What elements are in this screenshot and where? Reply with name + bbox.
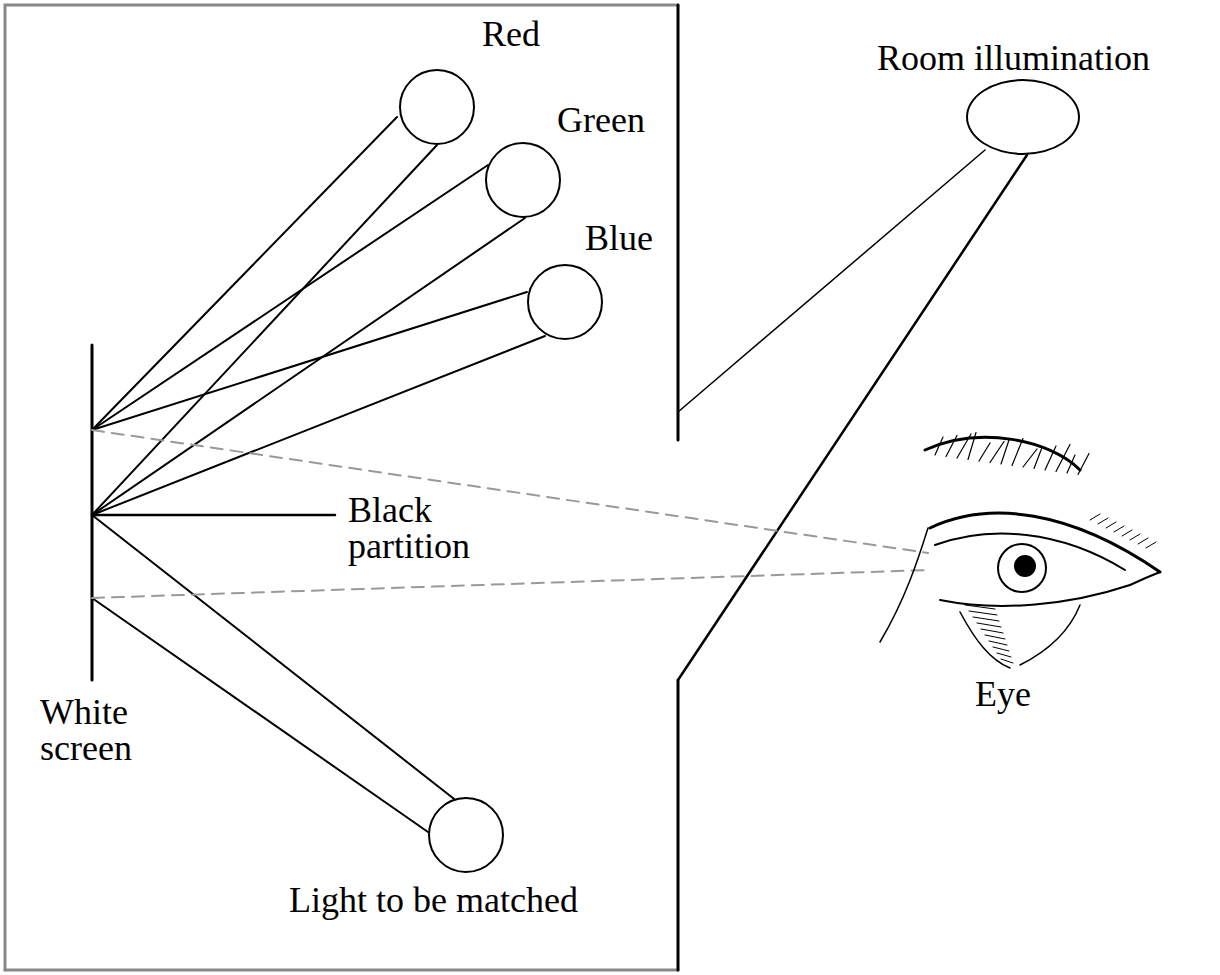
test-lamp: Light to be matched xyxy=(428,797,504,873)
partition-label: Black partition xyxy=(348,492,518,564)
lamp-label: Blue xyxy=(585,220,653,256)
lamp-label: Room illumination xyxy=(877,40,1150,76)
green-lamp: Green xyxy=(485,142,561,218)
eye-label: Eye xyxy=(975,676,1031,712)
red-lamp: Red xyxy=(399,69,475,145)
room-light-beam xyxy=(678,155,1027,680)
blue-lamp: Blue xyxy=(527,264,603,340)
sight-line xyxy=(92,430,928,598)
lamp-label: Light to be matched xyxy=(289,882,578,918)
black-partition xyxy=(92,514,335,517)
eye-illustration xyxy=(880,433,1160,669)
enclosure-wall xyxy=(5,969,678,972)
light-beams xyxy=(92,117,545,832)
lamp-label: Red xyxy=(482,16,540,52)
screen-label: White screen xyxy=(40,694,170,766)
lamp-label: Green xyxy=(557,102,645,138)
room-lamp: Room illumination xyxy=(966,79,1080,155)
enclosure-wall xyxy=(5,5,678,970)
viewing-aperture-wall xyxy=(677,5,680,970)
room-light-beam xyxy=(678,150,985,412)
